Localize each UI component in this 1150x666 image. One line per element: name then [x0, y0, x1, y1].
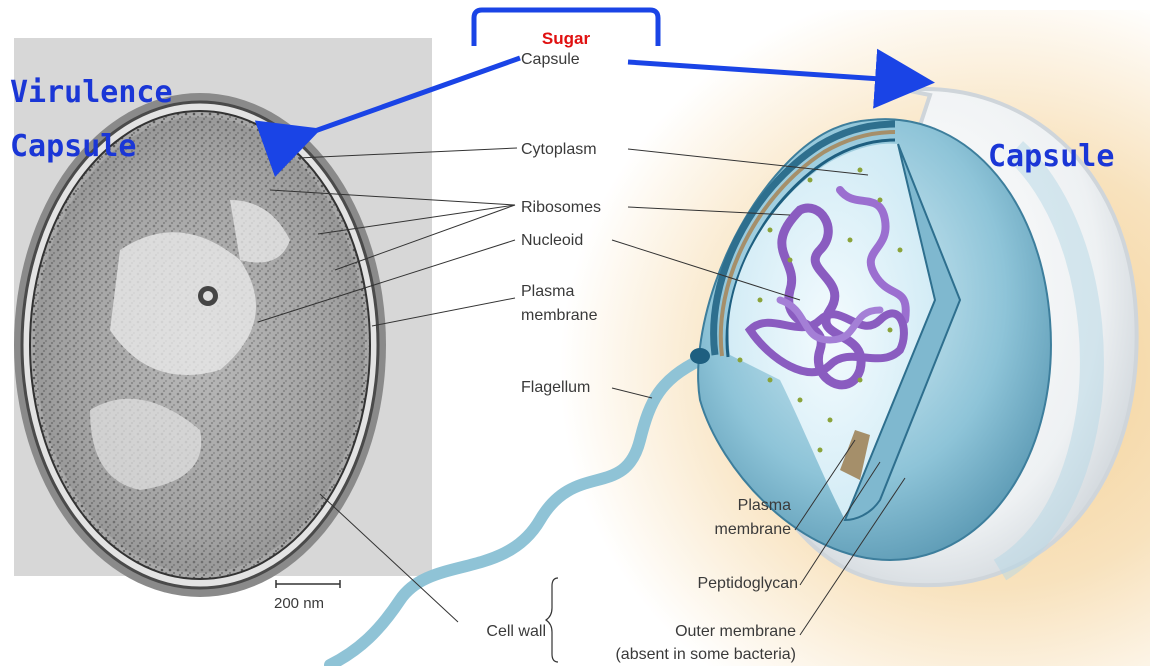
label-flagellum: Flagellum [521, 379, 590, 396]
label-plasma-membrane-2: membrane [521, 307, 598, 324]
label-ribosomes: Ribosomes [521, 199, 601, 216]
label-plasma-membrane-b1: Plasma [738, 497, 791, 514]
scale-bar: 200 nm [274, 580, 340, 612]
electron-micrograph [14, 38, 432, 597]
label-cytoplasm: Cytoplasm [521, 141, 597, 158]
annotation-capsule: Capsule [988, 139, 1114, 174]
label-plasma-membrane-1: Plasma [521, 283, 574, 300]
label-nucleoid: Nucleoid [521, 232, 583, 249]
label-capsule: Capsule [521, 51, 580, 68]
label-outer-membrane-2: (absent in some bacteria) [615, 646, 796, 663]
label-cell-wall: Cell wall [486, 623, 546, 640]
label-outer-membrane-1: Outer membrane [675, 623, 796, 640]
scale-bar-label: 200 nm [274, 595, 324, 612]
annotation-sugar: Sugar [542, 29, 591, 48]
label-plasma-membrane-b2: membrane [715, 521, 792, 538]
annotation-virulence-capsule: Capsule [10, 129, 136, 164]
flagellum-base [690, 348, 710, 364]
label-peptidoglycan: Peptidoglycan [697, 575, 798, 592]
annotation-virulence: Virulence [10, 75, 173, 110]
